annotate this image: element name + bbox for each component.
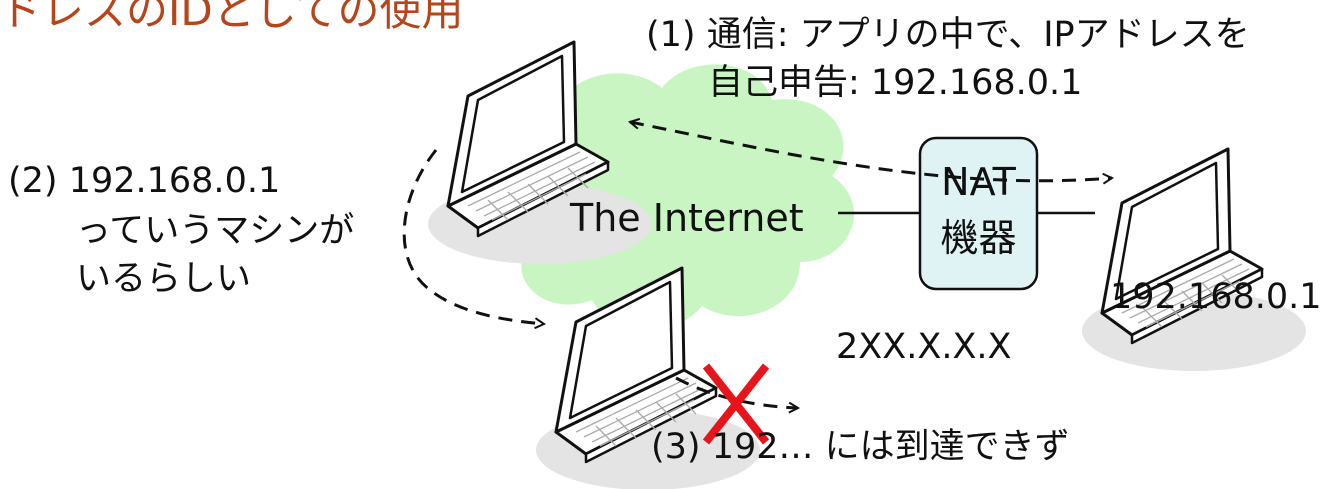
cross-mark-icon — [702, 363, 770, 445]
note-1-line-2: 自己申告: 192.168.0.1 — [708, 63, 1083, 103]
note-2-line-2: っていうマシンが — [76, 211, 355, 251]
arrow-discover — [402, 149, 544, 324]
laptop-right-icon — [1080, 147, 1308, 373]
note-2-line-1: (2) 192.168.0.1 — [8, 161, 281, 201]
page-title: ドレスのIDとしての使用 — [0, 0, 464, 35]
note-3: (3) 192… には到達できず — [651, 427, 1070, 467]
cloud-label: The Internet — [570, 196, 804, 240]
note-1-line-1: (1) 通信: アプリの中で、IPアドレスを — [646, 15, 1250, 55]
nat-label-line-2: 機器 — [940, 216, 1017, 260]
arrow-nat-to-laptop — [630, 122, 1112, 181]
right-laptop-ip: 192.168.0.1 — [1110, 277, 1322, 317]
nat-label-line-1: NAT — [941, 160, 1016, 204]
nat-ip: 2XX.X.X.X — [836, 327, 1012, 367]
note-2-line-3: いるらしい — [76, 259, 252, 299]
